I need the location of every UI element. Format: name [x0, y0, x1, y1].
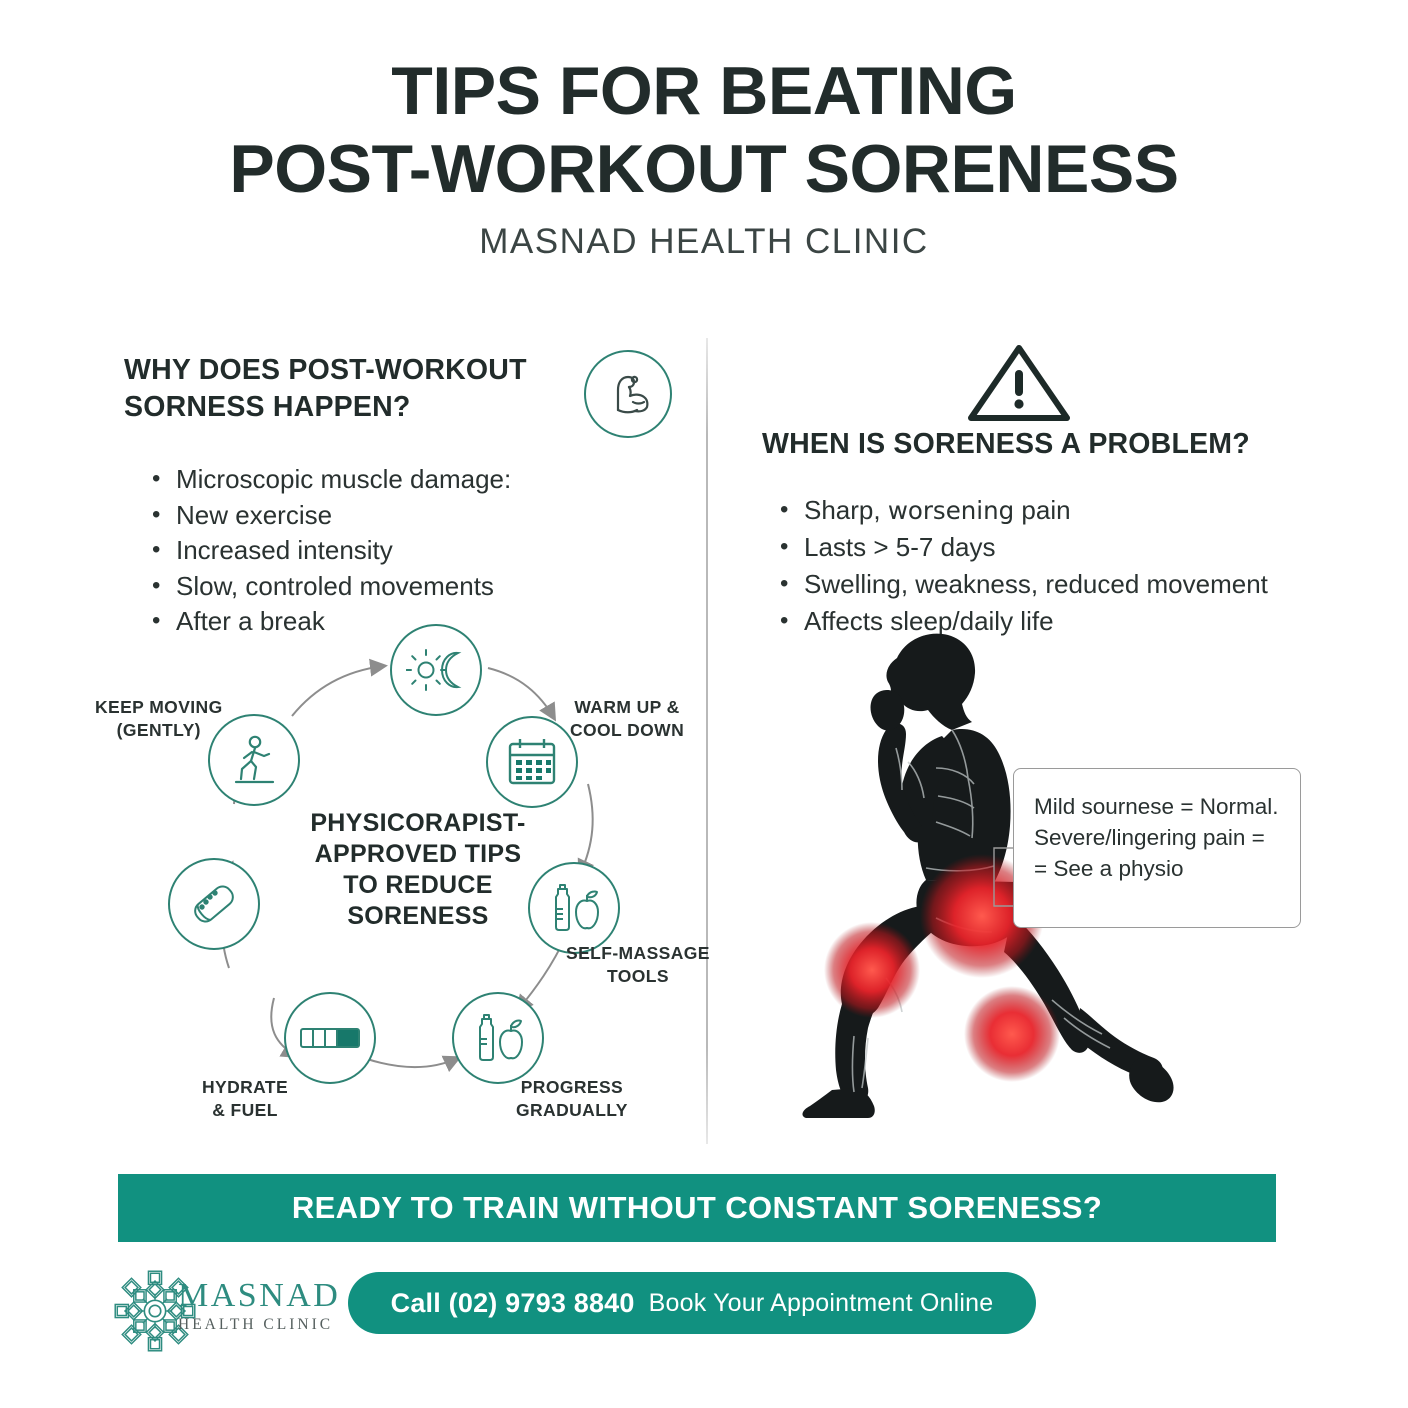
cta-contact-pill[interactable]: Call (02) 9793 8840 Book Your Appointmen… — [348, 1272, 1036, 1334]
cycle-label-warmup: WARM UP & COOL DOWN — [570, 696, 684, 742]
cycle-node-sleep[interactable] — [390, 624, 482, 716]
list-item: After a break — [150, 603, 670, 640]
callout-line-2: Severe/lingering pain = — [1034, 825, 1265, 850]
callout-line-3: = See a physio — [1034, 856, 1184, 881]
bullet-part-worsening: worsening — [887, 496, 1015, 525]
lunging-athlete-silhouette — [776, 618, 1196, 1128]
logo-tagline: HEALTH CLINIC — [178, 1316, 334, 1333]
list-item: New exercise — [150, 497, 670, 534]
sun-moon-sleep-icon — [406, 649, 462, 691]
page-title: TIPS FOR BEATING POST-WORKOUT SORENESS M… — [0, 52, 1408, 262]
logo-name: MASNAD — [178, 1277, 341, 1314]
center-line: PHYSICORAPIST- — [310, 809, 526, 837]
bullet-part-a: Sharp, — [804, 495, 888, 525]
cycle-node-roller[interactable] — [168, 858, 260, 950]
title-line-1: TIPS FOR BEATING — [391, 53, 1017, 129]
mandala-logo-icon — [114, 1268, 344, 1368]
bottle-apple-icon — [555, 884, 599, 931]
label-line: SELF-MASSAGE — [566, 943, 710, 963]
cta-phone[interactable]: Call (02) 9793 8840 — [390, 1287, 635, 1318]
foam-roller-icon — [194, 885, 234, 923]
list-item: Swelling, weakness, reduced movement — [778, 565, 1338, 603]
cycle-node-selfmassage[interactable] — [528, 862, 620, 954]
cycle-label-hydrate: HYDRATE & FUEL — [202, 1076, 288, 1122]
bullet-part-c: pain — [1014, 495, 1071, 525]
label-line: (GENTLY) — [116, 720, 201, 740]
list-item-sharp-pain: Sharp, worsening pain — [778, 491, 1338, 529]
cycle-label-progress: PROGRESS GRADUALLY — [516, 1076, 628, 1122]
walking-person-icon — [234, 735, 275, 784]
label-line: HYDRATE — [202, 1077, 289, 1097]
cycle-node-hydrate[interactable] — [284, 992, 376, 1084]
label-line: TOOLS — [606, 966, 669, 986]
label-line: PROGRESS — [520, 1077, 624, 1097]
column-divider — [706, 338, 708, 1144]
list-item: Slow, controled movements — [150, 568, 670, 605]
label-line: COOL DOWN — [570, 720, 685, 740]
left-section-heading: WHY DOES POST-WORKOUT SORNESS HAPPEN? — [124, 354, 527, 423]
callout-tail — [993, 847, 1016, 907]
label-line: KEEP MOVING — [95, 697, 223, 717]
center-line: APPROVED TIPS — [314, 840, 522, 868]
page-subtitle: MASNAD HEALTH CLINIC — [479, 222, 929, 261]
cycle-label-keepmoving: KEEP MOVING (GENTLY) — [95, 696, 223, 742]
label-line: GRADUALLY — [516, 1100, 628, 1120]
cycle-node-progress[interactable] — [452, 992, 544, 1084]
list-item: Increased intensity — [150, 532, 670, 569]
cta-book-link[interactable]: Book Your Appointment Online — [648, 1288, 994, 1317]
center-line: SORENESS — [347, 902, 489, 930]
callout-box: Mild sournese = Normal. Severe/lingering… — [1013, 768, 1301, 928]
list-item: Lasts > 5-7 days — [778, 528, 1338, 566]
flexed-bicep-icon — [584, 350, 672, 438]
list-item: Microscopic muscle damage: — [150, 461, 670, 498]
cta-banner-label: READY TO TRAIN WITHOUT CONSTANT SORENESS… — [291, 1190, 1103, 1225]
progress-bar-icon — [300, 1028, 360, 1048]
calendar-icon — [508, 739, 556, 785]
callout-line-1: Mild sournese = Normal. — [1034, 794, 1279, 819]
label-line: & FUEL — [212, 1100, 278, 1120]
warning-triangle-icon — [963, 340, 1075, 426]
bottle-apple-icon — [479, 1014, 523, 1061]
left-bullet-list: Microscopic muscle damage: New exercise … — [150, 461, 670, 640]
list-item: Affects sleep/daily life — [778, 602, 1338, 640]
pain-point-front-knee — [824, 922, 920, 1018]
title-line-2: POST-WORKOUT SORENESS — [229, 131, 1179, 207]
cycle-node-keepmoving[interactable] — [208, 714, 300, 806]
pain-point-back-knee — [964, 986, 1060, 1082]
cycle-center-title: PHYSICORAPIST- APPROVED TIPS TO REDUCE S… — [278, 808, 558, 932]
center-line: TO REDUCE — [343, 871, 493, 899]
label-line: WARM UP & — [574, 697, 680, 717]
cycle-diagram: KEEP MOVING (GENTLY) WARM UP & COOL DOWN… — [95, 624, 736, 1146]
cta-banner[interactable]: READY TO TRAIN WITHOUT CONSTANT SORENESS… — [118, 1174, 1276, 1242]
right-section-heading: WHEN IS SORENESS A PROBLEM? — [762, 428, 1250, 460]
logo-text: MASNAD HEALTH CLINIC — [178, 1278, 340, 1334]
cycle-label-selfmassage: SELF-MASSAGE TOOLS — [566, 942, 710, 988]
right-bullet-list: Sharp, worsening pain Lasts > 5-7 days S… — [778, 491, 1338, 640]
cycle-node-warmup[interactable] — [486, 716, 578, 808]
